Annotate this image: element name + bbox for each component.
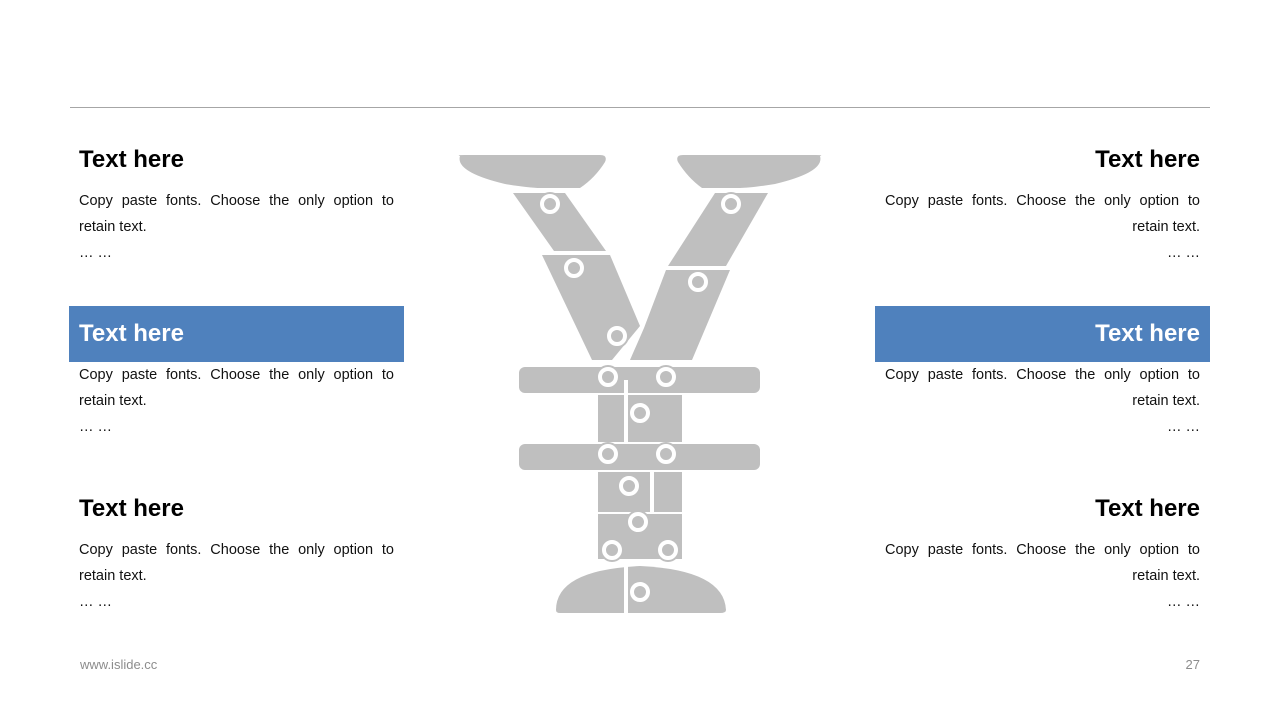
block-title: Text here (79, 495, 184, 522)
block-body-text: Copy paste fonts. Choose the only option… (885, 542, 1200, 584)
footer-url: www.islide.cc (80, 657, 158, 672)
block-body: Copy paste fonts. Choose the only option… (69, 188, 404, 266)
text-block-left-3: Text here Copy paste fonts. Choose the o… (69, 481, 404, 615)
yen-lower-bar (519, 444, 760, 470)
block-title-highlighted: Text here (69, 306, 404, 362)
yen-top-right-piece (677, 155, 822, 188)
page-number: 27 (1185, 657, 1200, 672)
yen-upper-bar (519, 367, 760, 393)
text-block-left-1: Text here Copy paste fonts. Choose the o… (69, 132, 404, 266)
text-block-right-2: Text here Copy paste fonts. Choose the o… (875, 306, 1210, 440)
yen-left-arm-upper (513, 193, 606, 251)
block-body: Copy paste fonts. Choose the only option… (875, 362, 1210, 440)
block-ellipsis: … … (1166, 594, 1200, 610)
yen-right-arm-lower (630, 270, 730, 360)
block-body-text: Copy paste fonts. Choose the only option… (79, 367, 394, 409)
block-body: Copy paste fonts. Choose the only option… (875, 188, 1210, 266)
yen-right-arm-upper (668, 193, 768, 266)
header-divider (70, 107, 1210, 108)
text-block-right-1: Text here Copy paste fonts. Choose the o… (875, 132, 1210, 266)
block-body-text: Copy paste fonts. Choose the only option… (79, 193, 394, 235)
block-body-text: Copy paste fonts. Choose the only option… (885, 193, 1200, 235)
block-ellipsis: … … (1166, 245, 1200, 261)
text-block-right-3: Text here Copy paste fonts. Choose the o… (875, 481, 1210, 615)
block-title: Text here (79, 146, 184, 173)
block-ellipsis: … … (79, 594, 113, 610)
yen-puzzle-icon (458, 155, 822, 613)
block-ellipsis: … … (79, 245, 113, 261)
block-title: Text here (1095, 495, 1200, 522)
block-ellipsis: … … (79, 419, 113, 435)
block-title: Text here (1095, 146, 1200, 173)
block-body-text: Copy paste fonts. Choose the only option… (885, 367, 1200, 409)
text-block-left-2: Text here Copy paste fonts. Choose the o… (69, 306, 404, 440)
yen-stem-middle (598, 472, 682, 512)
block-body-text: Copy paste fonts. Choose the only option… (79, 542, 394, 584)
block-body: Copy paste fonts. Choose the only option… (69, 537, 404, 615)
yen-top-left-piece (458, 155, 606, 188)
block-title-highlighted: Text here (875, 306, 1210, 362)
block-body: Copy paste fonts. Choose the only option… (875, 537, 1210, 615)
block-body: Copy paste fonts. Choose the only option… (69, 362, 404, 440)
block-ellipsis: … … (1166, 419, 1200, 435)
